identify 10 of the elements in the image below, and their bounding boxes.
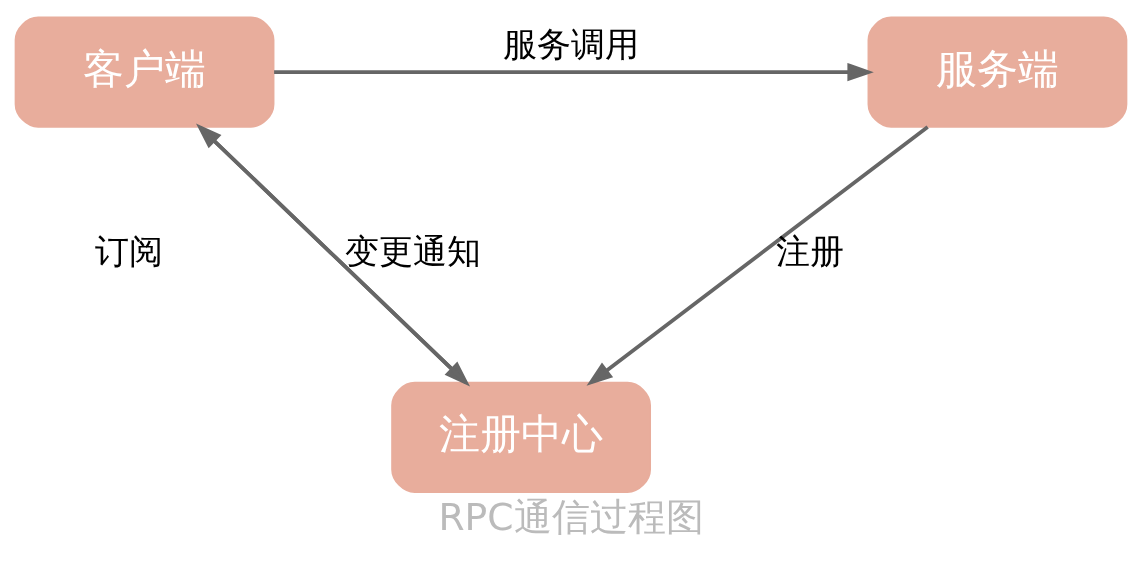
edge-label: 变更通知 bbox=[344, 232, 481, 272]
edge-label: 订阅 bbox=[94, 232, 163, 272]
caption: RPC通信过程图 bbox=[438, 494, 704, 539]
edge-label: 服务调用 bbox=[503, 24, 639, 64]
arrow bbox=[586, 125, 929, 386]
node-box: 注册中心 bbox=[391, 381, 652, 493]
node-box: 服务端 bbox=[867, 16, 1128, 128]
node-box: 客户端 bbox=[14, 16, 275, 128]
edge-label: 注册 bbox=[776, 232, 845, 272]
arrow bbox=[274, 62, 874, 82]
